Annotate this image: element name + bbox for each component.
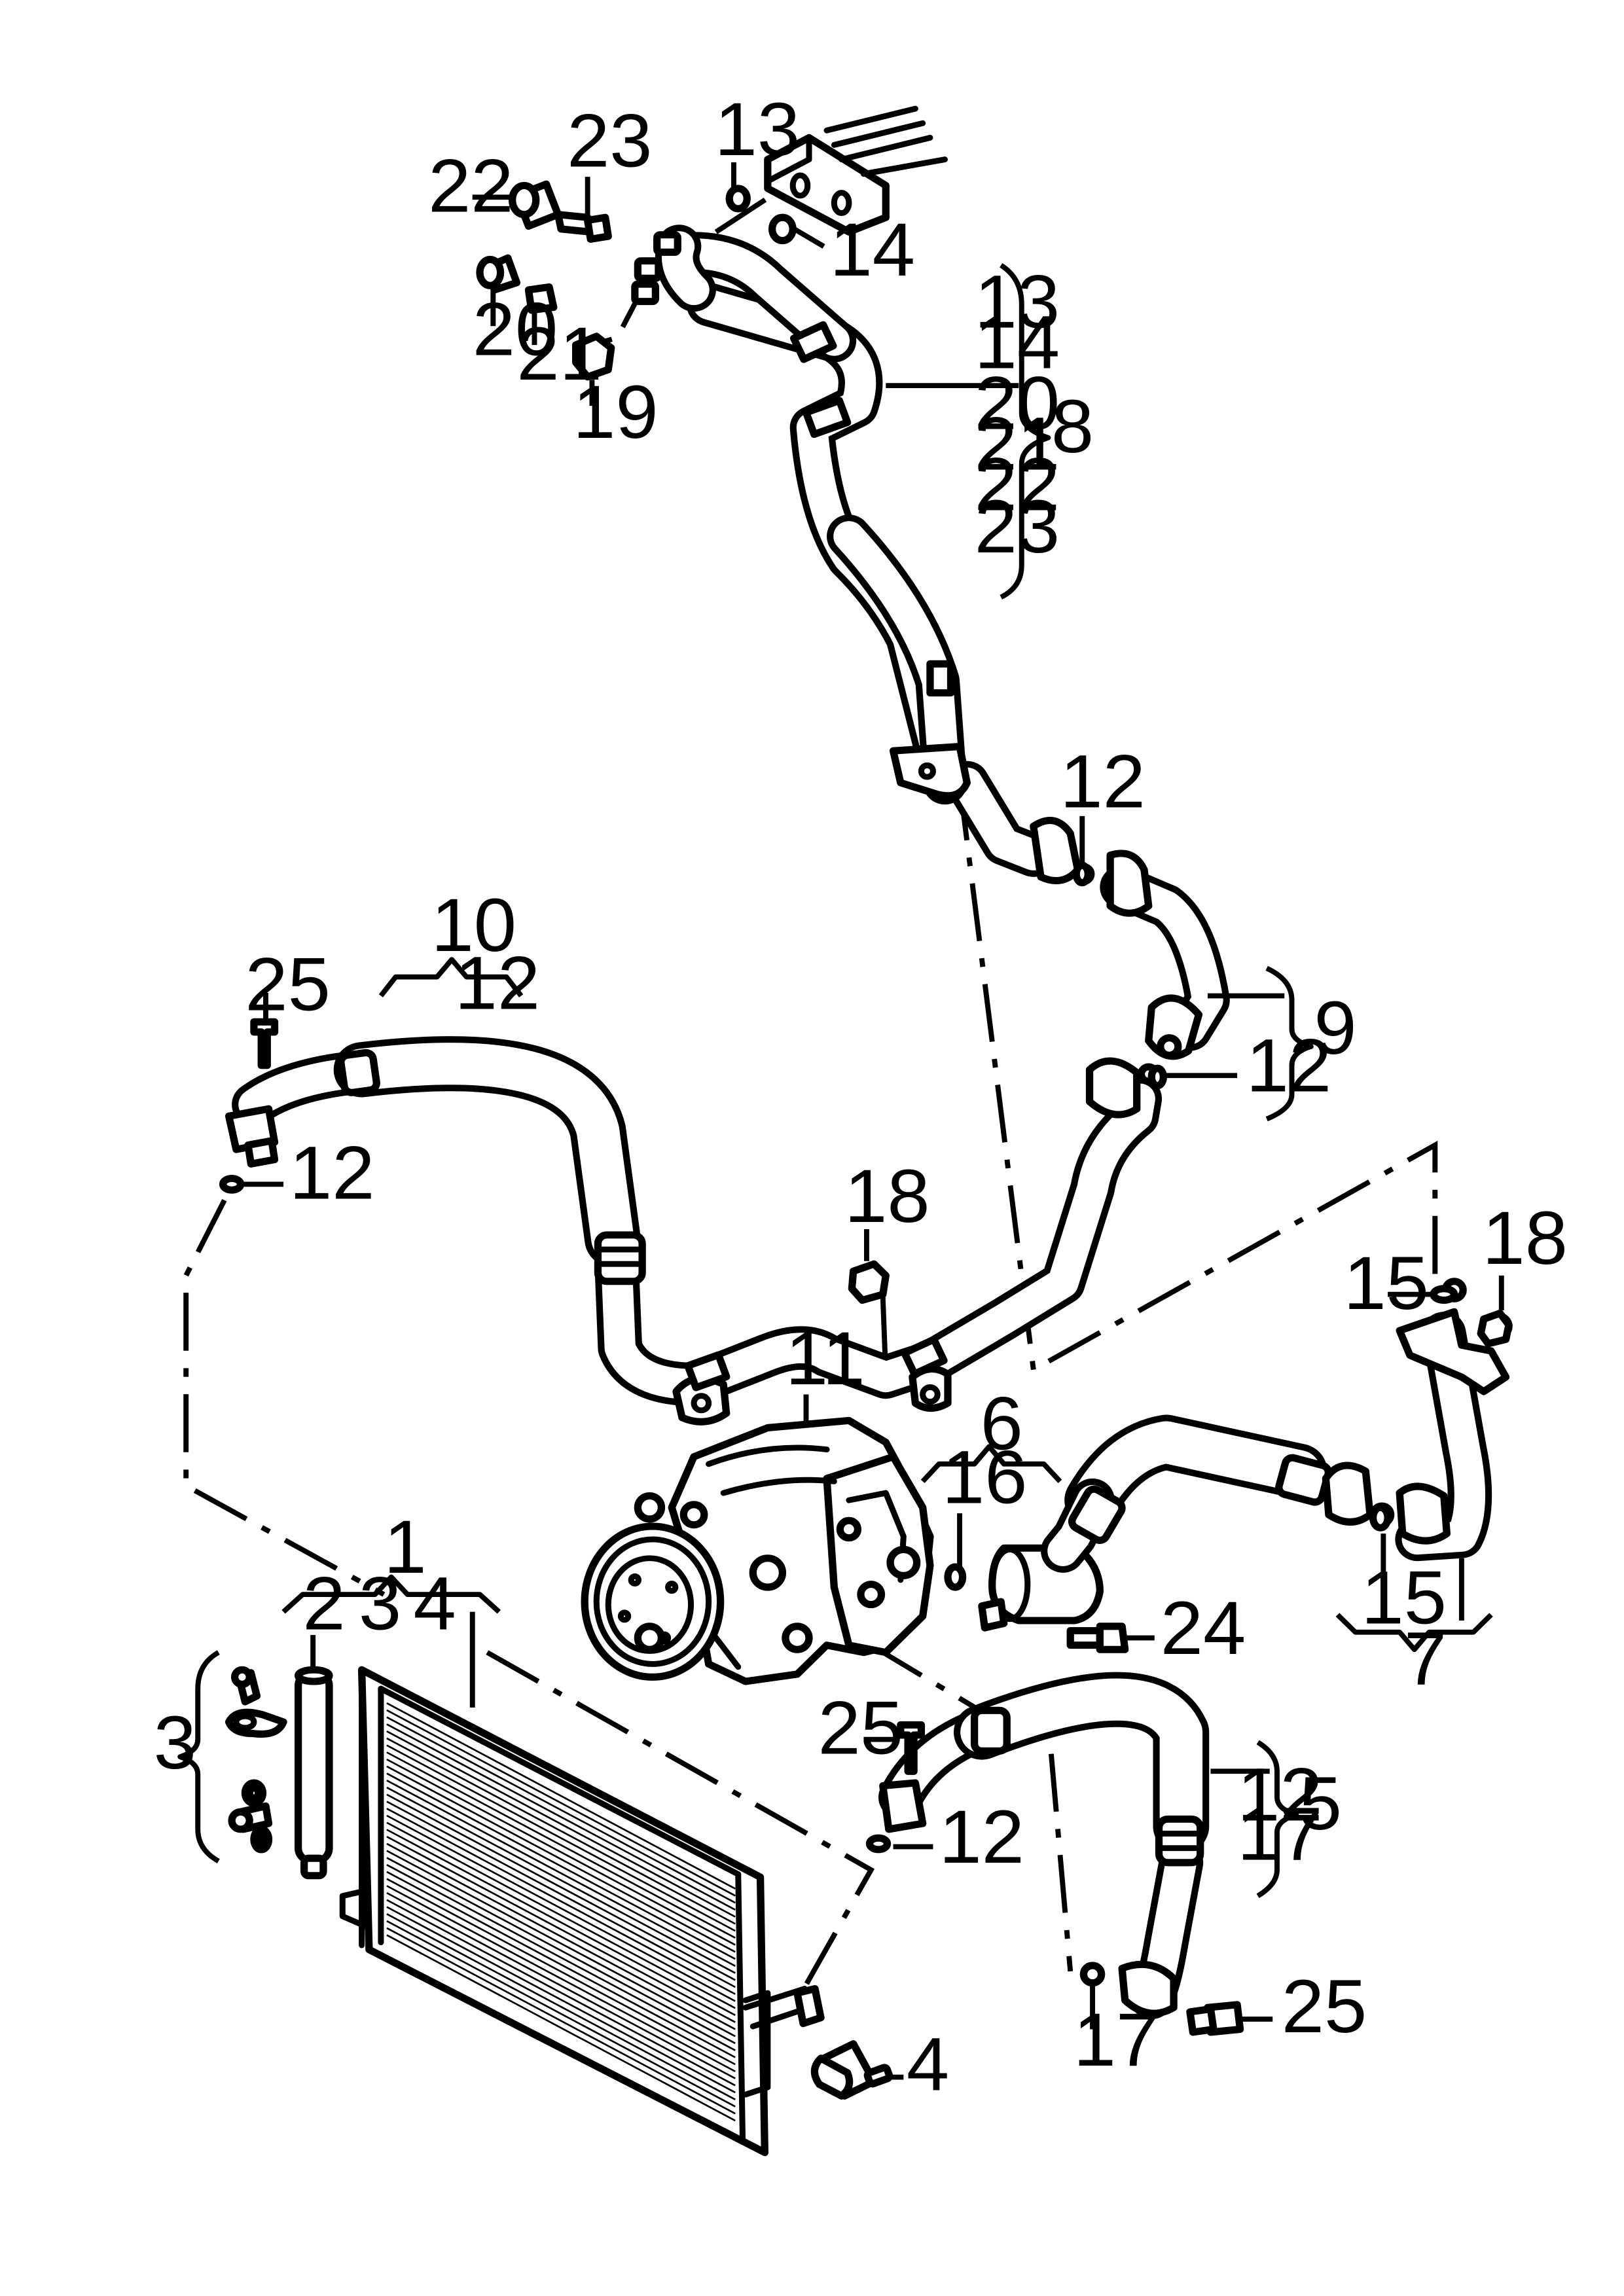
- callout-16: 16: [942, 1435, 1027, 1520]
- callout-9: 9: [1314, 986, 1356, 1070]
- hose-line-7: [1041, 1278, 1513, 1573]
- hose-line-10: [225, 1036, 1163, 1426]
- condenser-fin-line: [386, 1885, 736, 2073]
- callout-8: 8: [1051, 384, 1094, 469]
- condenser-fin-line: [386, 1709, 736, 1897]
- condenser-fin-line: [386, 1786, 736, 1974]
- callout-labels: 23 22 13 14 20 21 19 13 14 20 21 22 23 8…: [154, 87, 1568, 2106]
- callout-25-mid: 25: [818, 1686, 903, 1770]
- condenser-fin-line: [386, 1758, 736, 1946]
- condenser-fin-line: [386, 1842, 736, 2030]
- condenser-fin-line: [386, 1871, 736, 2058]
- condenser-fin-line: [386, 1730, 736, 1918]
- pressure-switch: [810, 2040, 893, 2100]
- callout-1: 1: [384, 1505, 426, 1589]
- condenser-fin-line: [386, 1864, 736, 2051]
- callout-19: 19: [573, 370, 658, 454]
- condenser-fin-line: [386, 1878, 736, 2066]
- condenser-fin-line: [386, 1780, 736, 1967]
- condenser-fin-line: [386, 1808, 736, 1995]
- condenser-fin-line: [386, 1793, 736, 1981]
- condenser-fin-line: [386, 1927, 736, 2115]
- callout-25-bottom: 25: [1282, 1964, 1367, 2049]
- compressor: [581, 1416, 934, 1685]
- callout-21: 21: [516, 312, 602, 396]
- group-8-item-21: 21: [975, 402, 1060, 486]
- condenser-fin-line: [386, 1829, 736, 2017]
- callout-12-lower: 12: [939, 1795, 1024, 1879]
- group-5-item-17: 17: [1237, 1791, 1322, 1876]
- pipe-line-8: [631, 224, 971, 805]
- assembly-dash-lines: [183, 186, 1438, 2002]
- callout-22: 22: [428, 143, 513, 228]
- callout-3: 3: [154, 1700, 196, 1785]
- condenser-fin-line: [386, 1934, 736, 2122]
- callout-18-mid: 18: [844, 1154, 929, 1238]
- group-8-item-13: 13: [975, 259, 1060, 344]
- condenser-fin-line: [386, 1737, 736, 1925]
- condenser: [339, 1666, 771, 2157]
- group-8-item-23: 23: [975, 484, 1060, 569]
- group-8-item-20: 20: [975, 361, 1060, 445]
- callout-2: 2: [302, 1561, 345, 1645]
- group-5-item-12: 12: [1237, 1753, 1322, 1837]
- callout-12-left: 12: [289, 1130, 374, 1215]
- callout-13: 13: [715, 87, 800, 171]
- condenser-fin-line: [386, 1892, 736, 2079]
- condenser-fin-line: [386, 1836, 736, 2023]
- group-8-item-14: 14: [975, 300, 1060, 384]
- condenser-fin-line: [386, 1821, 736, 2009]
- callout-6: 6: [981, 1382, 1023, 1466]
- leader-lines: [244, 162, 1504, 2080]
- callout-5: 5: [1299, 1761, 1342, 1846]
- condenser-fin-line: [386, 1906, 736, 2094]
- callout-7: 7: [1404, 1616, 1447, 1700]
- condenser-fin-line: [386, 1716, 736, 1904]
- pipe-line-9: [945, 761, 1230, 1119]
- callout-15-bottom: 15: [1362, 1555, 1447, 1640]
- callout-15-top: 15: [1343, 1241, 1428, 1325]
- callout-12-mid: 12: [1246, 1024, 1331, 1108]
- condenser-fin-line: [386, 1920, 736, 2108]
- mounting-parts-group: [225, 1666, 287, 1854]
- condenser-fin-line: [386, 1899, 736, 2087]
- receiver-drier: [294, 1666, 333, 1880]
- group-braces: [177, 263, 1493, 1899]
- condenser-fin-line: [386, 1814, 736, 2002]
- condenser-fin-line: [386, 1765, 736, 1953]
- callout-10: 10: [431, 883, 516, 967]
- condenser-fins: [386, 1702, 736, 2122]
- callout-25-top: 25: [245, 942, 330, 1027]
- condenser-outlet-fitting: [742, 1984, 825, 2030]
- group-1-item-4: 4: [414, 1561, 456, 1645]
- group-10-item-12: 12: [455, 941, 540, 1025]
- callout-20: 20: [473, 287, 558, 372]
- callout-23: 23: [567, 99, 652, 183]
- condenser-fin-line: [386, 1744, 736, 1932]
- evaporator-connection-block: [764, 105, 948, 236]
- condenser-fin-line: [386, 1772, 736, 1960]
- callout-24: 24: [1161, 1586, 1246, 1670]
- callout-4: 4: [907, 2022, 949, 2106]
- condenser-fin-line: [386, 1913, 736, 2100]
- callout-12-top: 12: [1060, 740, 1145, 824]
- condenser-fin-line: [386, 1801, 736, 1988]
- group-8-item-22: 22: [975, 442, 1060, 527]
- condenser-fin-line: [386, 1723, 736, 1911]
- condenser-fin-line: [386, 1702, 736, 1890]
- condenser-fin-line: [386, 1850, 736, 2037]
- group-1-item-3: 3: [359, 1561, 401, 1645]
- hose-line-5: [878, 1672, 1210, 2020]
- callout-11: 11: [785, 1316, 865, 1401]
- condenser-fin-line: [386, 1751, 736, 1939]
- callout-14: 14: [830, 207, 915, 292]
- callout-18-right: 18: [1482, 1196, 1567, 1280]
- callout-17-bottom: 17: [1074, 1998, 1159, 2082]
- condenser-fin-line: [386, 1857, 736, 2045]
- small-parts: [219, 180, 1513, 2036]
